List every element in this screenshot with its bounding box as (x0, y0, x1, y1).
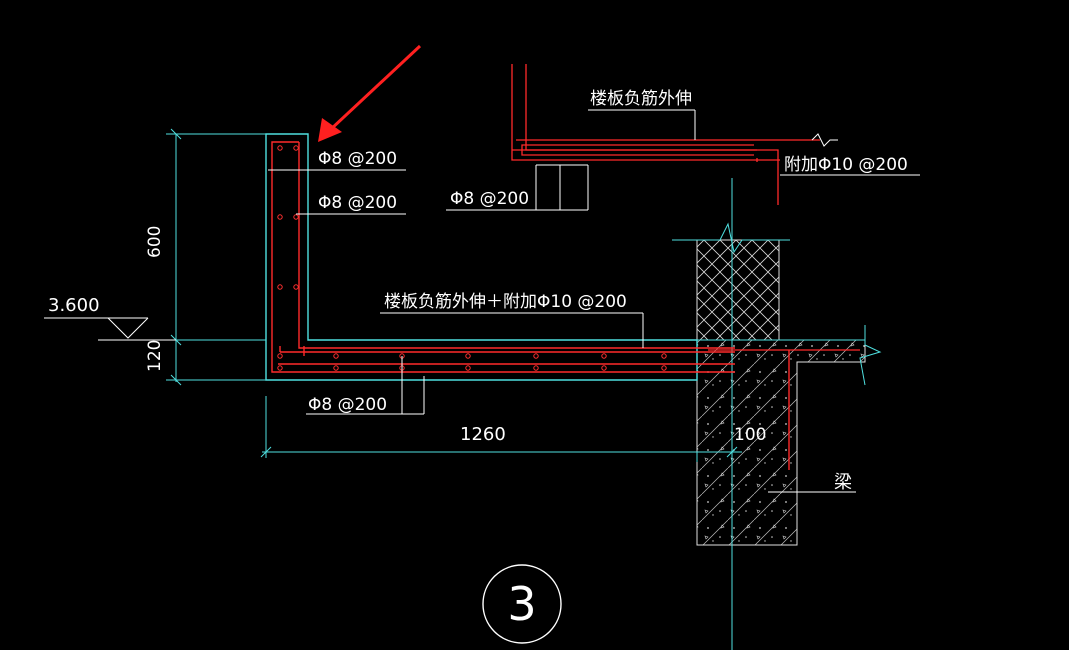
rebar-dot (661, 365, 667, 371)
dim-1260-label: 1260 (460, 424, 506, 445)
inset-detail: 楼板负筋外伸 附加Φ10 @200 Φ8 @200 (446, 64, 920, 211)
upturn-stirrup (271, 141, 735, 373)
rebar-dot (333, 365, 339, 371)
dim-120-label: 120 (145, 340, 165, 372)
leaders (268, 169, 856, 493)
upturn-inner-bar (298, 142, 735, 349)
dimension-lines (166, 128, 742, 462)
rebar-dot (293, 145, 299, 151)
beam-label: 梁 (834, 472, 852, 493)
rebar-group (271, 141, 735, 373)
dim-tick-left (260, 446, 272, 458)
elevation-triangle (107, 317, 149, 339)
cantilever-outline (265, 133, 698, 381)
inset-extra-label: 附加Φ10 @200 (784, 155, 908, 175)
rebar-dot (333, 353, 339, 359)
rebar-dot (277, 353, 283, 359)
slab-note-label: 楼板负筋外伸＋附加Φ10 @200 (384, 292, 627, 312)
dim-600-label: 600 (145, 226, 165, 258)
rebar-dot (277, 145, 283, 151)
rebar-dot (533, 365, 539, 371)
beam-width-label: 100 (734, 425, 766, 445)
bottom-bar-label: Φ8 @200 (308, 395, 387, 415)
rebar-dot (277, 365, 283, 371)
elevation-label: 3.600 (48, 295, 100, 316)
top-bar-label-1: Φ8 @200 (318, 149, 397, 169)
annotation-arrow (318, 44, 422, 142)
inset-note-label: 楼板负筋外伸 (590, 89, 692, 109)
rebar-dot (533, 353, 539, 359)
dim-tick-top (170, 128, 182, 140)
dim-tick-right (726, 446, 738, 458)
wall-break-mark (672, 222, 790, 254)
rebar-dot (601, 365, 607, 371)
inset-hook-bar-2 (525, 64, 779, 205)
concrete-outline (265, 133, 698, 381)
rebar-dot (293, 214, 299, 220)
beam-section (696, 339, 866, 546)
rebar-dot (601, 353, 607, 359)
detail-circle (482, 564, 562, 644)
rebar-dot (661, 353, 667, 359)
inset-bar-label: Φ8 @200 (450, 189, 529, 209)
inset-hook-bar (511, 64, 780, 161)
elevation-marker: 3.600 (44, 295, 176, 341)
rebar-dot (465, 353, 471, 359)
inset-break-mark (811, 133, 838, 147)
rebar-dot (293, 284, 299, 290)
rebar-dots (277, 145, 667, 371)
detail-number: 3 (507, 577, 536, 631)
rebar-dot (277, 214, 283, 220)
rebar-dot (465, 365, 471, 371)
masonry-wall (696, 239, 780, 341)
dim-tick-bot (170, 374, 182, 386)
rebar-dot (277, 284, 283, 290)
top-bar-label-2: Φ8 @200 (318, 193, 397, 213)
arrow-head (318, 118, 342, 142)
arrow-shaft (328, 44, 422, 132)
detail-bubble: 3 (482, 564, 562, 644)
slab-break-mark (859, 325, 882, 386)
